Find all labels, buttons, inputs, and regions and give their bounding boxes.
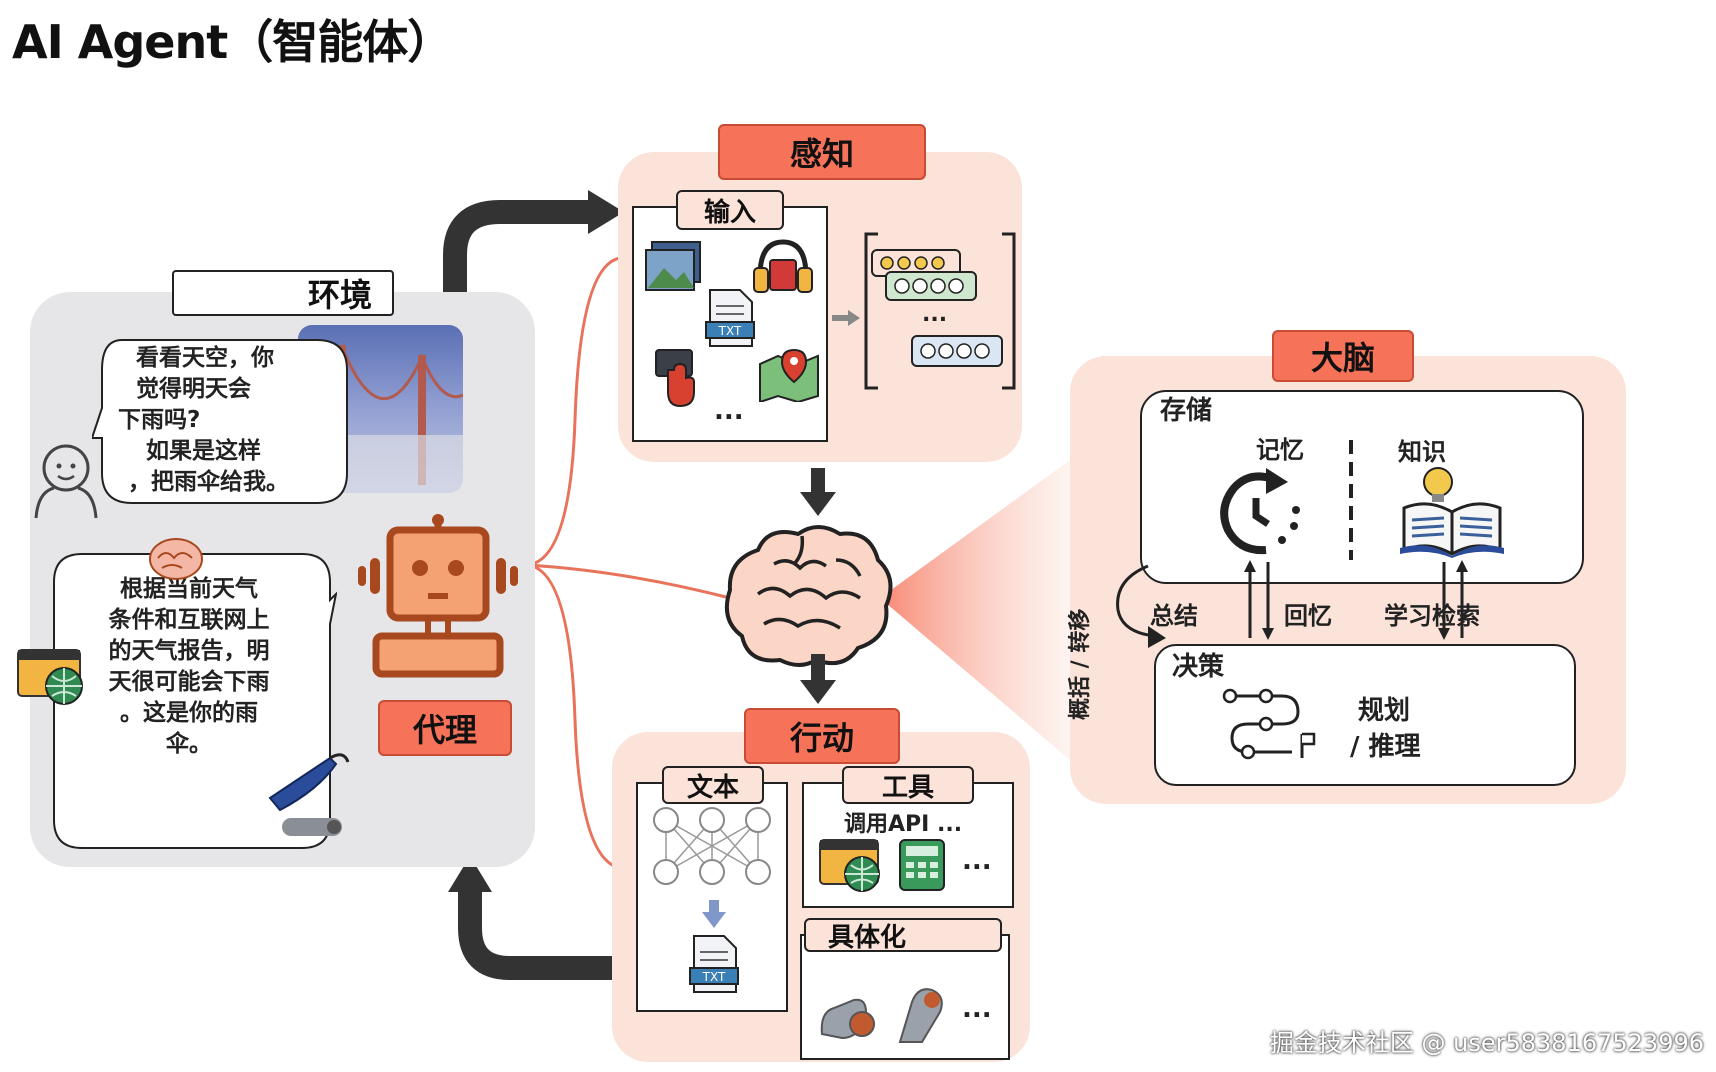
user-bubble-text: 看看天空，你 觉得明天会 下雨吗? 如果是这样 ，把雨伞给我。	[118, 343, 348, 498]
agent-line-1: 根据当前天气	[120, 576, 258, 602]
robot-icon	[358, 514, 518, 678]
person-icon	[34, 444, 98, 519]
calculator-icon	[899, 839, 945, 891]
arrow-brain-to-action	[800, 654, 836, 704]
action-label: 行动	[744, 708, 900, 764]
line-agent-perception	[524, 256, 621, 567]
txt-file-icon: TXT	[705, 289, 755, 347]
planning-path-icon	[1222, 688, 1316, 760]
clock-icon	[1220, 468, 1300, 555]
umbrella-icon	[268, 753, 350, 836]
tools-label: 工具	[842, 766, 974, 804]
plan-label-1: 规划	[1358, 696, 1411, 726]
globe-icon	[17, 649, 83, 705]
arrow-head-env	[448, 856, 492, 892]
generalize-label: 概括 / 转移	[1068, 608, 1093, 720]
svg-text:TXT: TXT	[718, 324, 742, 338]
agent-line-2: 条件和互联网上	[108, 607, 270, 633]
svg-text:TXT: TXT	[702, 970, 726, 984]
storage-box	[1140, 390, 1584, 584]
text-label: 文本	[662, 766, 764, 804]
small-brain-icon	[149, 538, 203, 580]
touch-icon	[655, 349, 695, 408]
decision-box	[1154, 644, 1576, 786]
storage-label: 存储	[1160, 396, 1213, 426]
agent-bubble-text: 根据当前天气 条件和互联网上 的天气报告，明 天很可能会下雨 。这是你的雨 伞。	[74, 574, 304, 760]
embedding-vectors	[864, 232, 1016, 390]
arrow-env-to-perception	[443, 200, 590, 300]
input-ellipsis: ...	[714, 396, 744, 426]
vector-ellipsis: ...	[922, 302, 948, 327]
watermark: 掘金技术社区 @ user5838167523996	[1269, 1029, 1704, 1057]
learn-retrieve-label: 学习检索	[1384, 602, 1480, 630]
agent-line-5: 。这是你的雨	[120, 700, 258, 726]
api-globe-icon	[819, 839, 880, 892]
book-icon	[1400, 467, 1504, 558]
embedding-arrow	[832, 310, 860, 326]
embodied-ellipsis: ...	[962, 994, 992, 1024]
headphones-icon	[753, 239, 813, 293]
map-icon	[759, 348, 819, 402]
brain-icon	[725, 525, 893, 667]
knowledge-label: 知识	[1398, 438, 1446, 466]
tools-ellipsis: ...	[962, 846, 992, 876]
txt-output-icon: TXT	[689, 935, 739, 993]
perception-label: 感知	[718, 124, 926, 180]
decision-label: 决策	[1172, 652, 1225, 682]
memory-label: 记忆	[1256, 436, 1304, 464]
arrow-perception-to-brain	[800, 468, 836, 516]
text-down-arrow	[702, 900, 726, 928]
user-line-3: 下雨吗?	[118, 407, 201, 433]
embodied-label: 具体化	[804, 918, 1002, 953]
arrow-head-perception	[588, 190, 624, 234]
summarize-recall-arrows	[1244, 560, 1274, 640]
tools-caption: 调用API ...	[844, 812, 963, 837]
user-line-1: 看看天空，你	[136, 345, 274, 371]
page-title: AI Agent（智能体）	[12, 15, 453, 69]
agent-speech-bubble	[53, 553, 337, 849]
line-agent-brain	[524, 563, 731, 600]
agent-line-3: 的天气报告，明	[108, 638, 270, 664]
user-speech-bubble	[92, 339, 348, 504]
learn-retrieve-arrows	[1438, 560, 1468, 640]
generalize-arrow	[1116, 564, 1166, 648]
image-icon	[645, 241, 701, 291]
recall-label: 回忆	[1284, 602, 1332, 630]
brain-label: 大脑	[1272, 330, 1414, 382]
user-line-2: 觉得明天会	[136, 376, 251, 402]
user-line-5: ，把雨伞给我。	[128, 469, 289, 495]
arrow-action-to-env	[458, 890, 615, 980]
input-label: 输入	[676, 190, 784, 230]
agent-label: 代理	[378, 700, 512, 756]
neural-net-icon	[653, 807, 771, 885]
brain-zoom-cone	[880, 460, 1070, 760]
agent-line-6: 伞。	[166, 731, 212, 757]
storage-divider	[1349, 440, 1353, 560]
agent-line-4: 天很可能会下雨	[108, 669, 270, 695]
environment-label: 环境	[172, 270, 394, 316]
user-line-4: 如果是这样	[146, 438, 261, 464]
line-agent-action	[524, 563, 621, 870]
robot-arm-icon	[820, 988, 943, 1043]
summarize-label: 总结	[1150, 602, 1198, 630]
plan-label-2: / 推理	[1350, 732, 1421, 762]
